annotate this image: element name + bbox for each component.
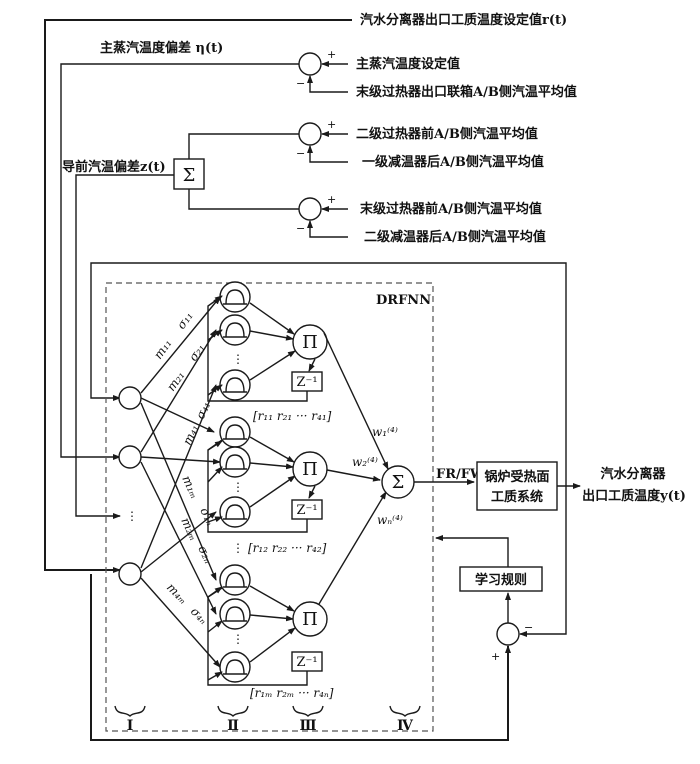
pi-symbol: Π: [302, 459, 318, 480]
input-layer: [118, 386, 142, 586]
plant-label-line1: 锅炉受热面: [484, 469, 549, 485]
separator-setpoint-line: [44, 19, 352, 573]
input-node-4: [118, 562, 142, 586]
gaussian-membership-icon: [219, 446, 251, 478]
minus-sign: −: [296, 77, 305, 90]
input-to-membership-links: [140, 296, 221, 668]
plus-sign: +: [327, 48, 336, 61]
gaussian-membership-icon: [219, 314, 251, 346]
membership-dots: ⋮: [232, 480, 244, 494]
edge-label-m2m: m₂ₘ: [178, 515, 201, 542]
output-feedback-line: [90, 262, 567, 637]
pi-symbol: Π: [302, 609, 318, 630]
rule-group-2: [207, 416, 328, 533]
edge-label-s2n: σ₂ₙ: [195, 543, 215, 565]
output-signal-label: FR/FW: [436, 467, 485, 482]
recurrent-vector-1: [r₁₁ r₂₁ ··· r₄₁]: [253, 409, 332, 423]
edge-label-m1m: m₁ₘ: [179, 473, 202, 500]
minus-sign: −: [524, 621, 533, 634]
gaussian-membership-icon: [219, 598, 251, 630]
secondary-desuper-outlet-avg-label: 二级减温器后A/B侧汽温平均值: [364, 229, 546, 245]
delay-label: Z⁻¹: [296, 503, 317, 518]
final-sh-inlet-avg-label: 末级过热器前A/B侧汽温平均值: [359, 201, 542, 217]
delay-label: Z⁻¹: [296, 375, 317, 390]
input-node-2: [118, 445, 142, 469]
lead-temp-dev-label: 导前汽温偏差z(t): [62, 159, 166, 175]
lead-temp-dev-line: [75, 174, 174, 519]
final-sh-outlet-avg-label: 末级过热器出口联箱A/B侧汽温平均值: [355, 84, 577, 100]
output-layer: [318, 332, 475, 605]
secondary-sh-inlet-avg-label: 二级过热器前A/B侧汽温平均值: [356, 126, 538, 142]
learning-rule-block: [459, 566, 543, 592]
input-node-1: [118, 386, 142, 410]
edge-label-m4m: m₄ₘ: [164, 580, 191, 607]
primary-desuper-outlet-avg-label: 一级减温器后A/B侧汽温平均值: [362, 154, 544, 170]
rule-group-n: [207, 564, 328, 686]
edge-label-m21: m₂₁: [164, 368, 188, 393]
main-steam-dev-line: [60, 63, 299, 460]
input-dots: ⋮: [126, 509, 138, 523]
delay-label: Z⁻¹: [296, 655, 317, 670]
pi-symbol: Π: [302, 332, 318, 353]
error-comparator: [496, 622, 520, 646]
gaussian-membership-icon: [219, 416, 251, 448]
product-node-n: [292, 601, 328, 637]
gaussian-membership-icon: [219, 496, 251, 528]
separator-setpoint-label: 汽水分离器出口工质温度设定值r(t): [360, 12, 567, 28]
edge-label-m11: m₁₁: [151, 336, 175, 361]
product-node-2: [292, 451, 328, 487]
membership-dots: ⋮: [232, 352, 244, 366]
plus-sign: +: [327, 118, 336, 131]
product-node-1: [292, 324, 328, 360]
layer-label-4: Ⅳ: [397, 718, 414, 734]
group-dots: ⋮: [232, 541, 244, 555]
layer-label-1: Ⅰ: [127, 718, 134, 734]
recurrent-vector-n: [r₁ₘ r₂ₘ ··· r₄ₙ]: [250, 686, 334, 700]
plus-sign: +: [327, 193, 336, 206]
learning-rule-label: 学习规则: [475, 572, 527, 588]
sum-junction-main-steam: [298, 52, 348, 93]
minus-sign: −: [296, 147, 305, 160]
sigma-symbol: Σ: [392, 472, 405, 493]
drfnn-title: DRFNN: [376, 293, 431, 308]
layer-braces: [114, 705, 421, 717]
sum-junction-final-sh: [298, 197, 348, 238]
learning-rule-update-arrow: [435, 535, 509, 567]
setpoint-to-comparator-line: [90, 574, 511, 741]
lead-temp-sum-block: [173, 133, 299, 210]
edge-label-s4n: σ₄ₙ: [188, 604, 211, 627]
weight-label-wn: wₙ⁽⁴⁾: [377, 513, 403, 527]
minus-sign: −: [296, 222, 305, 235]
weight-label-w1: w₁⁽⁴⁾: [372, 425, 398, 439]
plant-label-line2: 工质系统: [491, 489, 543, 505]
sigma-symbol: Σ: [183, 165, 196, 186]
layer-label-3: Ⅲ: [299, 718, 316, 734]
weight-label-w2: w₂⁽⁴⁾: [352, 455, 378, 469]
main-steam-dev-label: 主蒸汽温度偏差 η(t): [100, 40, 223, 56]
plant-output-line1: 汽水分离器: [600, 466, 666, 482]
membership-dots: ⋮: [232, 632, 244, 646]
plant-output-line2: 出口工质温度y(t): [582, 488, 686, 504]
layer-label-2: Ⅱ: [227, 718, 239, 734]
edge-label-s11: σ₁₁: [174, 309, 196, 332]
gaussian-membership-icon: [219, 651, 251, 683]
gaussian-membership-icon: [219, 281, 251, 313]
edge-label-m41: m₄₁: [180, 422, 202, 447]
edge-label-s21: σ₂₁: [186, 341, 208, 364]
drfnn-boundary: [105, 282, 434, 732]
plant-block: [476, 461, 558, 511]
recurrent-vector-2: [r₁₂ r₂₂ ··· r₄₂]: [248, 541, 327, 555]
gaussian-membership-icon: [219, 369, 251, 401]
edge-label-s41: σ₄₁: [193, 399, 213, 421]
rule-group-1: [207, 281, 328, 402]
gaussian-membership-icon: [219, 564, 251, 596]
main-steam-setpoint-label: 主蒸汽温度设定值: [356, 56, 460, 72]
plus-sign: +: [491, 650, 500, 663]
sum-junction-secondary-sh: [298, 122, 348, 163]
